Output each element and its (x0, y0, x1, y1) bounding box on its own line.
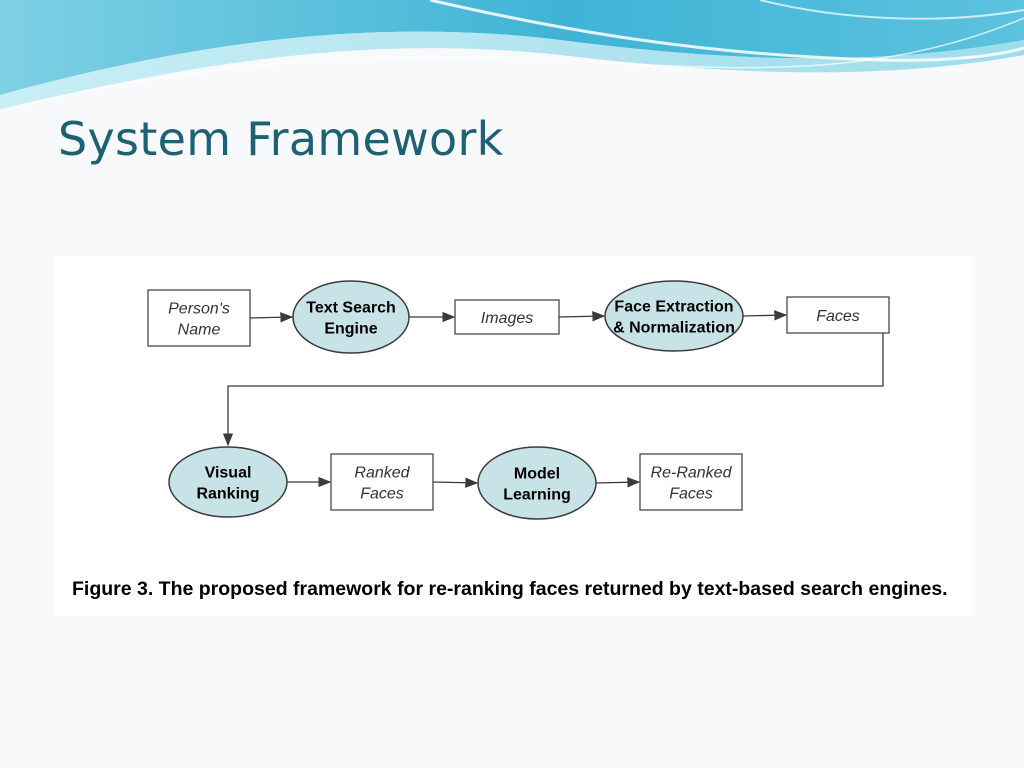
data-box (454, 299, 560, 335)
process-ellipse (477, 446, 597, 520)
node-label: Faces (669, 486, 713, 503)
process-ellipse (168, 446, 288, 518)
node-label: Ranking (196, 486, 259, 503)
node-face-extraction: Face Extraction & Normalization (604, 280, 744, 352)
data-box (147, 289, 251, 347)
decorative-wave-banner (0, 0, 1024, 111)
node-label: Text Search (306, 300, 396, 317)
edge-faces-to-visual-ranking (222, 333, 884, 447)
node-faces: Faces (786, 296, 890, 334)
process-ellipse (292, 280, 410, 354)
node-label: Person's (168, 301, 230, 318)
node-label: Faces (816, 308, 860, 325)
node-label: Name (178, 322, 221, 339)
edge-ranked-faces-to-model-learning (432, 477, 479, 488)
process-ellipse (604, 280, 744, 352)
node-label: Re-Ranked (651, 465, 733, 482)
node-label: Ranked (354, 465, 410, 482)
data-box (330, 453, 434, 511)
node-label: Faces (360, 486, 404, 503)
edge-persons-name-to-text-search-engine (249, 312, 294, 323)
node-label: Face Extraction (614, 299, 733, 316)
node-label: Images (481, 310, 533, 327)
node-images: Images (454, 299, 560, 335)
node-label: Learning (503, 487, 571, 504)
edge-images-to-face-extraction (558, 311, 606, 322)
node-label: Visual (205, 465, 252, 482)
node-label: & Normalization (613, 320, 735, 337)
slide-title: System Framework (58, 112, 504, 166)
figure-caption: Figure 3. The proposed framework for re-… (72, 578, 948, 600)
edge-model-learning-to-re-ranked-faces (595, 477, 641, 488)
node-label: Model (514, 466, 560, 483)
data-box (786, 296, 890, 334)
data-box (639, 453, 743, 511)
node-label: Engine (324, 321, 377, 338)
edge-face-extraction-to-faces (742, 310, 788, 321)
